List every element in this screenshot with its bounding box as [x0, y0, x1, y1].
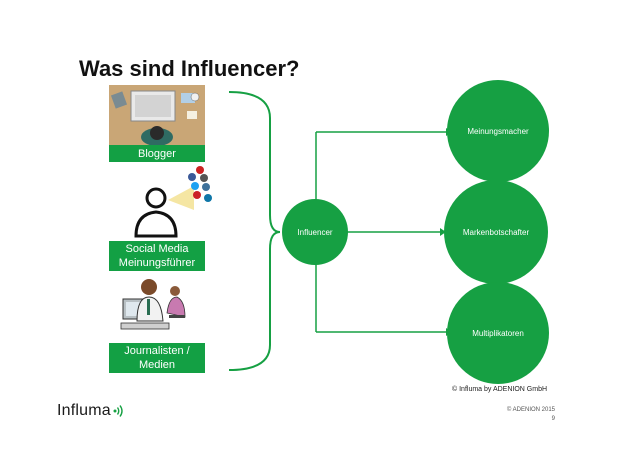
influencer-node: Influencer [282, 199, 348, 265]
page-number: 9 [551, 416, 555, 422]
social-media-label-line2: Meinungsführer [118, 257, 196, 269]
journalists-label: Journalisten / Medien [109, 343, 205, 373]
journalists-label-line2: Medien [138, 359, 176, 371]
blogger-desk-icon [109, 85, 205, 145]
multiplikatoren-node: Multiplikatoren [447, 282, 549, 384]
logo-text: Influma [57, 402, 111, 419]
journalist-desk-icon [120, 279, 186, 330]
copyright-text: © ADENION 2015 [506, 407, 555, 413]
signal-waves-icon [113, 405, 123, 417]
group-bracket [228, 91, 281, 371]
footer: © ADENION 2015 9 [507, 406, 555, 424]
journalists-label-line1: Journalisten / [124, 345, 190, 357]
influma-logo: Influma [57, 402, 125, 420]
multiplikatoren-node-label: Multiplikatoren [472, 328, 524, 338]
social-media-person-icon [134, 166, 212, 238]
markenbotschafter-node: Markenbotschafter [444, 180, 548, 284]
image-caption: © Influma by ADENION GmbH [452, 386, 548, 393]
markenbotschafter-node-label: Markenbotschafter [462, 227, 530, 237]
influencer-node-label: Influencer [297, 227, 333, 237]
blogger-label-text: Blogger [138, 147, 176, 160]
page-title: Was sind Influencer? [79, 56, 300, 81]
meinungsmacher-node-label: Meinungsmacher [467, 126, 529, 136]
social-media-label: Social Media Meinungsführer [109, 241, 205, 271]
social-media-label-line1: Social Media [125, 243, 189, 255]
arrow-middle [440, 228, 446, 236]
blogger-label: Blogger [109, 145, 205, 162]
meinungsmacher-node: Meinungsmacher [447, 80, 549, 182]
